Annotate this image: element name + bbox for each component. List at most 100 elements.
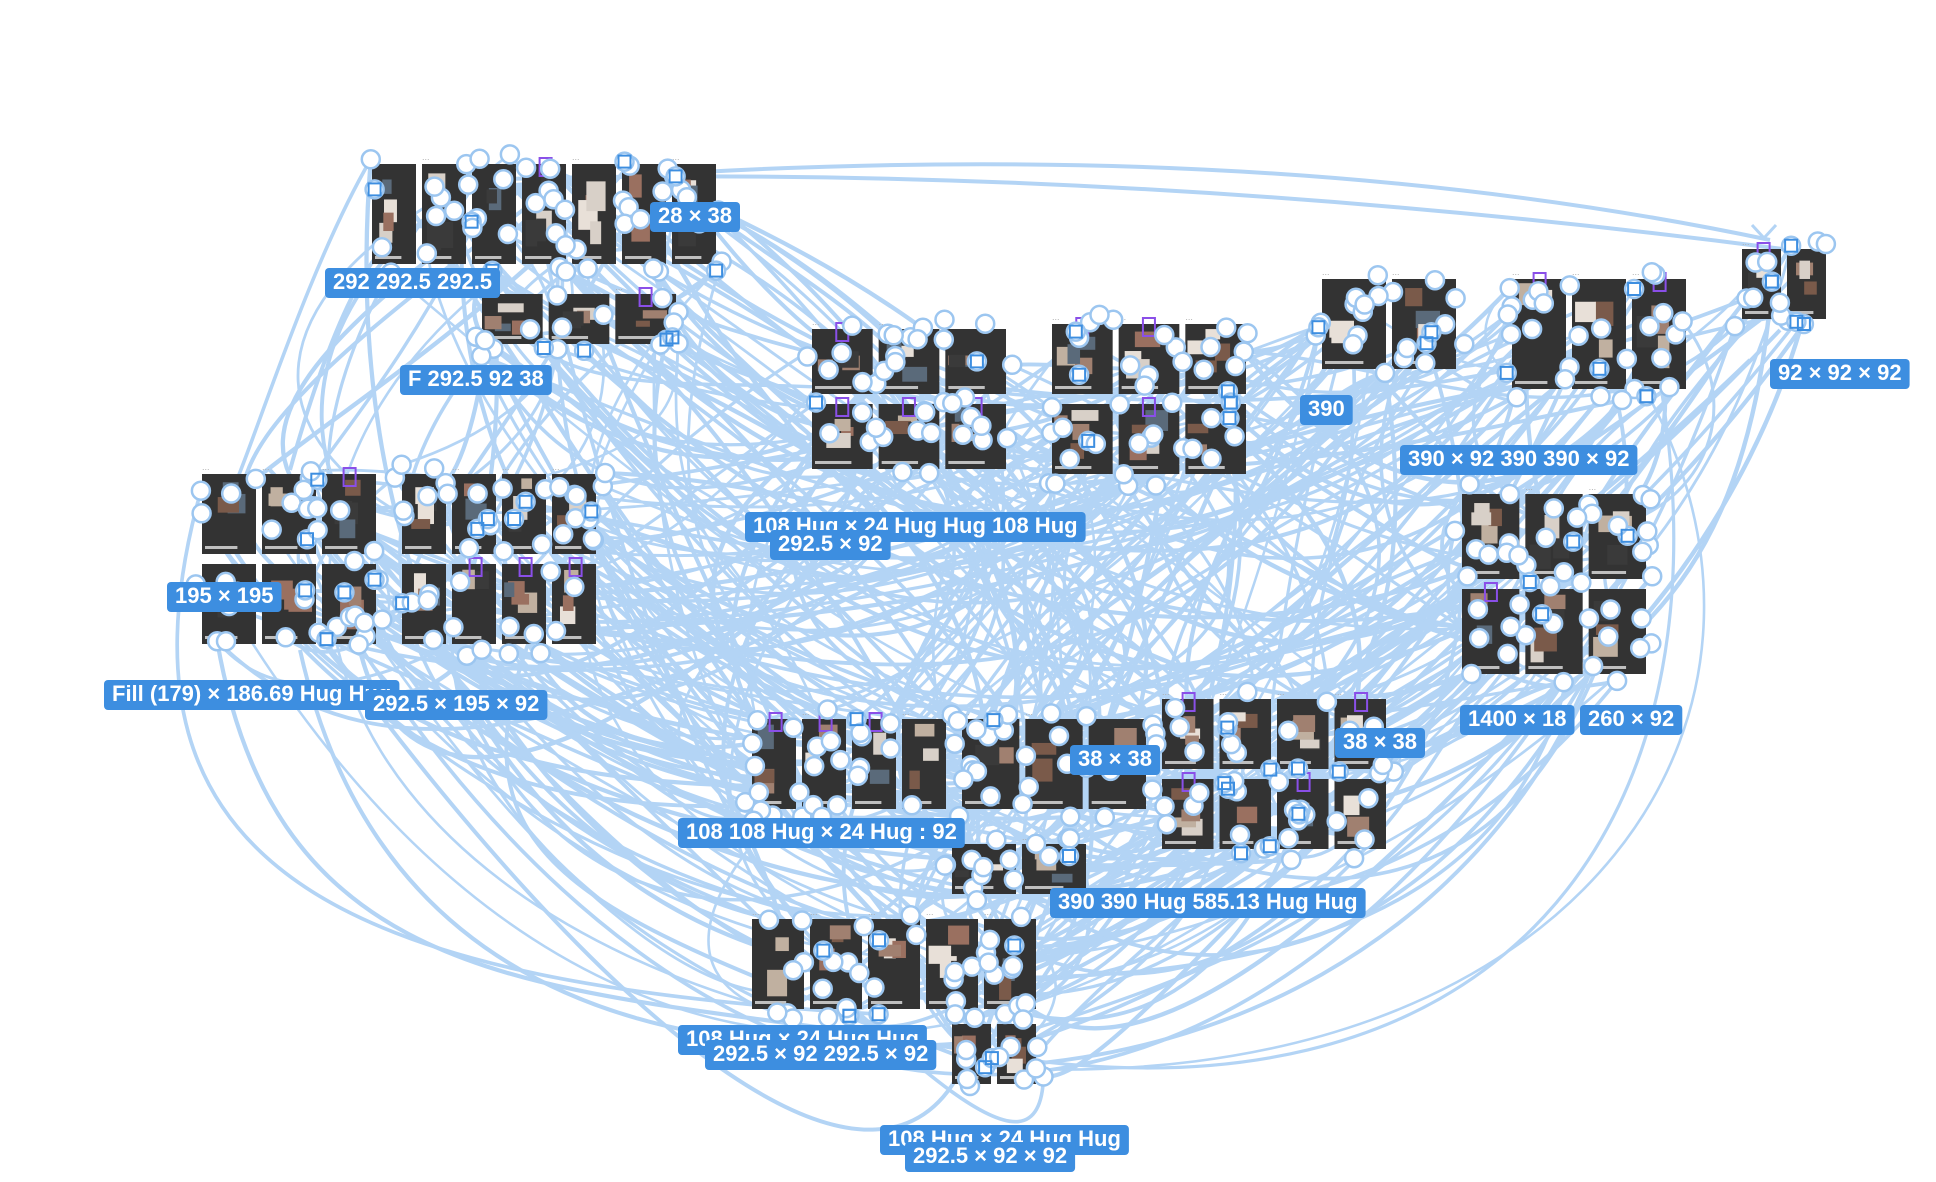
selection-handle[interactable] <box>470 521 485 536</box>
connection-handle[interactable] <box>748 782 770 803</box>
connection-handle[interactable] <box>1629 637 1651 659</box>
selection-handle[interactable] <box>300 532 314 547</box>
connection-handle[interactable] <box>900 905 921 926</box>
connection-handle[interactable] <box>1631 608 1652 629</box>
connection-handle[interactable] <box>1519 571 1541 593</box>
connection-handle[interactable] <box>851 402 873 423</box>
connection-handle[interactable] <box>348 634 369 655</box>
connection-handle[interactable] <box>191 503 212 524</box>
connection-handle[interactable] <box>1454 333 1475 355</box>
connection-handle[interactable] <box>554 199 576 220</box>
prototype-connection-line[interactable] <box>506 410 865 666</box>
connection-handle[interactable] <box>1004 935 1025 956</box>
connection-handle[interactable] <box>220 483 242 504</box>
connection-handle[interactable] <box>1508 545 1529 566</box>
connection-handle[interactable] <box>1539 575 1561 597</box>
connection-handle[interactable] <box>817 1007 839 1028</box>
connection-handle[interactable] <box>1531 603 1553 625</box>
connection-handle[interactable] <box>944 733 965 754</box>
connection-handle[interactable] <box>1553 671 1574 693</box>
connection-handle[interactable] <box>1113 463 1134 485</box>
connection-handle[interactable] <box>458 538 480 559</box>
connection-handle[interactable] <box>812 978 833 1000</box>
connection-handle[interactable] <box>1169 716 1190 738</box>
connection-handle[interactable] <box>593 304 614 326</box>
connection-handle[interactable] <box>705 260 727 281</box>
connection-handle[interactable] <box>344 550 365 572</box>
selection-handle[interactable] <box>1499 365 1514 380</box>
connection-handle[interactable] <box>498 643 520 664</box>
connection-handle[interactable] <box>955 1039 977 1061</box>
connection-handle[interactable] <box>652 181 673 202</box>
selection-handle[interactable] <box>872 933 886 948</box>
connection-handle[interactable] <box>499 616 520 638</box>
connection-handle[interactable] <box>215 631 237 652</box>
connection-handle[interactable] <box>499 144 521 165</box>
connection-handle[interactable] <box>1002 955 1024 977</box>
selection-handle[interactable] <box>310 472 325 487</box>
connection-handle[interactable] <box>1040 703 1062 724</box>
connection-handle[interactable] <box>1259 835 1281 857</box>
connection-handle[interactable] <box>1343 847 1365 869</box>
connection-handle[interactable] <box>1742 287 1764 309</box>
connection-handle[interactable] <box>791 910 813 931</box>
prototype-connection-line[interactable] <box>860 380 1224 1059</box>
connection-handle[interactable] <box>275 627 296 648</box>
selection-handle[interactable] <box>1291 761 1305 776</box>
selection-handle[interactable] <box>1639 389 1654 404</box>
prototype-connection-line[interactable] <box>674 342 995 722</box>
connection-handle[interactable] <box>747 710 768 731</box>
screen-frame[interactable]: ... <box>1787 237 1826 319</box>
connection-handle[interactable] <box>371 236 393 258</box>
connection-handle[interactable] <box>1182 438 1203 460</box>
connection-handle[interactable] <box>1724 315 1746 337</box>
connection-handle[interactable] <box>1128 433 1150 454</box>
prototype-connection-line[interactable] <box>983 357 1706 1071</box>
connection-handle[interactable] <box>1281 849 1302 871</box>
connection-handle[interactable] <box>1780 235 1802 256</box>
connection-handle[interactable] <box>307 519 328 541</box>
selection-handle[interactable] <box>367 182 382 197</box>
connection-handle[interactable] <box>564 576 585 598</box>
prototype-connection-line[interactable] <box>194 582 1619 912</box>
connection-handle[interactable] <box>1358 788 1379 809</box>
connection-handle[interactable] <box>652 287 673 309</box>
connection-handle[interactable] <box>577 258 598 279</box>
connection-handle[interactable] <box>1653 302 1674 324</box>
connection-handle[interactable] <box>744 755 766 777</box>
connection-handle[interactable] <box>1012 1009 1034 1030</box>
connection-handle[interactable] <box>549 476 570 498</box>
prototype-connection-line[interactable] <box>484 284 1611 881</box>
connection-handle[interactable] <box>1224 425 1245 447</box>
connection-handle[interactable] <box>831 342 852 364</box>
connection-handle[interactable] <box>566 485 587 506</box>
connection-handle[interactable] <box>492 478 513 499</box>
prototype-connection-line[interactable] <box>1616 319 1716 528</box>
selection-handle[interactable] <box>536 341 551 355</box>
selection-handle[interactable] <box>849 712 864 727</box>
connection-handle[interactable] <box>515 491 536 513</box>
connection-handle[interactable] <box>371 609 393 630</box>
connection-handle[interactable] <box>1200 336 1221 358</box>
connection-handle[interactable] <box>1637 521 1658 542</box>
connection-handle[interactable] <box>966 890 988 911</box>
connection-handle[interactable] <box>1515 624 1537 646</box>
connection-handle[interactable] <box>1012 793 1033 815</box>
selection-handle[interactable] <box>871 1007 886 1022</box>
connection-handle[interactable] <box>953 769 974 790</box>
prototype-connection-line[interactable] <box>501 177 985 481</box>
connection-handle[interactable] <box>979 929 1001 951</box>
connection-handle[interactable] <box>906 924 927 946</box>
connection-handle[interactable] <box>1041 396 1063 418</box>
connection-handle[interactable] <box>1756 251 1778 273</box>
connection-handle[interactable] <box>552 524 574 545</box>
connection-handle[interactable] <box>471 639 492 661</box>
connection-handle[interactable] <box>1639 316 1660 337</box>
connection-handle[interactable] <box>1374 362 1396 384</box>
connection-handle[interactable] <box>865 417 887 438</box>
selection-handle[interactable] <box>1062 849 1076 863</box>
connection-handle[interactable] <box>417 590 439 611</box>
connection-handle[interactable] <box>1027 1036 1048 1058</box>
connection-handle[interactable] <box>797 346 818 367</box>
connection-handle[interactable] <box>457 174 479 195</box>
